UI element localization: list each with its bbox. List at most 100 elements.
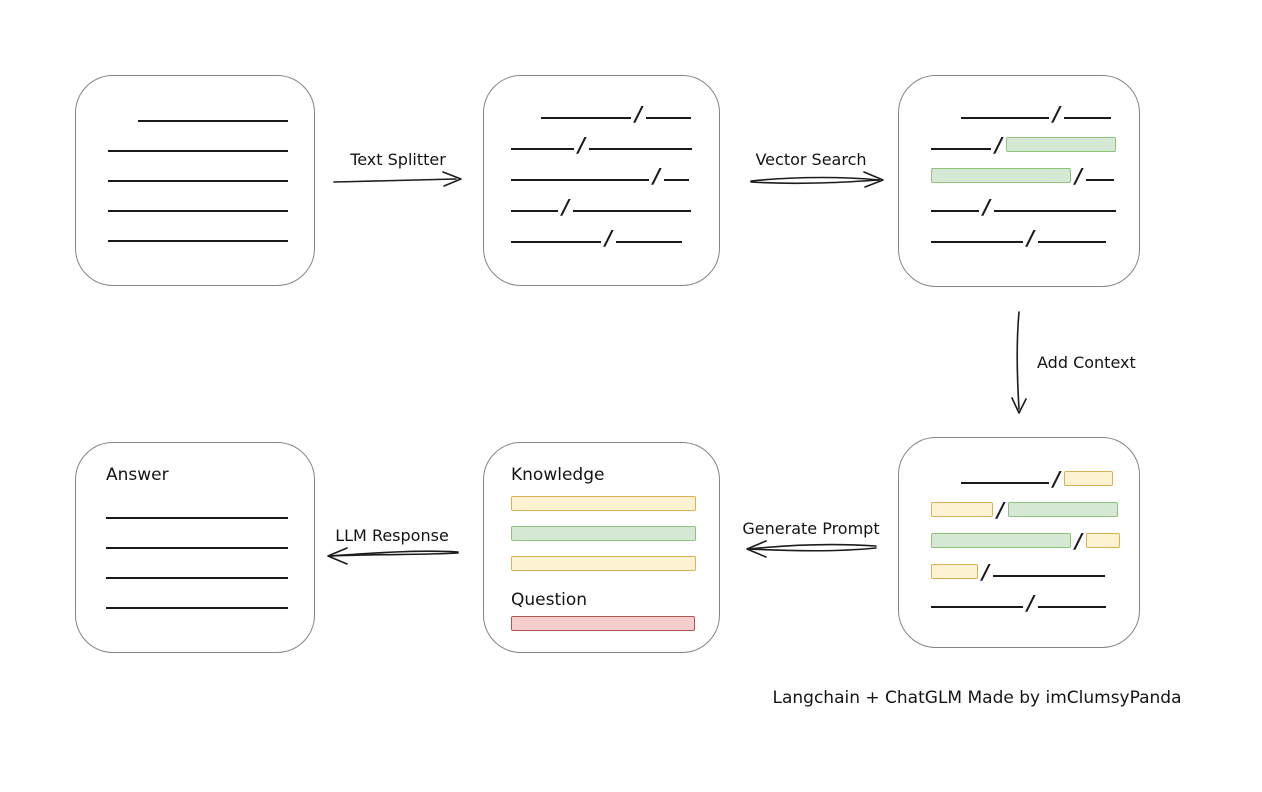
text-line [664, 179, 690, 181]
text-line [1064, 117, 1112, 119]
llm-response-arrow [327, 547, 459, 565]
diagram-row: / [931, 489, 1139, 520]
diagram-row: / [931, 155, 1139, 186]
text-line [961, 482, 1049, 484]
diagram-row [108, 212, 314, 242]
diagram-row: / [511, 93, 719, 124]
text-line [106, 607, 288, 609]
question-label: Question [511, 590, 588, 610]
text-line [994, 210, 1117, 212]
source-document-box [75, 75, 315, 286]
green-highlight [931, 533, 1071, 548]
document-lines [108, 92, 314, 242]
yellow-highlight [1064, 471, 1114, 486]
diagram-row: / [931, 217, 1139, 248]
text-line [108, 240, 288, 242]
diagram-row: / [511, 186, 719, 217]
diagram-row: / [931, 124, 1139, 155]
slash-separator: / [995, 133, 1003, 157]
add-context-arrow [1011, 311, 1027, 414]
indent-spacer [931, 488, 961, 489]
diagram-row [108, 152, 314, 182]
slash-separator: / [1053, 102, 1061, 126]
text-line [931, 606, 1023, 608]
vector-matches-box: ///// [898, 75, 1140, 287]
green-highlight [511, 526, 696, 541]
text-line [931, 210, 979, 212]
diagram-row: / [511, 124, 719, 155]
generate-prompt-arrow [746, 540, 877, 558]
knowledge-label: Knowledge [511, 465, 605, 485]
text-line [108, 180, 288, 182]
text-line [589, 148, 693, 150]
answer-label: Answer [106, 465, 169, 485]
diagram-row: / [931, 93, 1139, 124]
diagram-row [511, 556, 719, 586]
answer-box: Answer [75, 442, 315, 653]
diagram-row: / [931, 458, 1139, 489]
text-splitter-arrow [333, 171, 462, 187]
slash-separator: / [983, 195, 991, 219]
diagram-row [511, 496, 719, 526]
text-line [511, 210, 558, 212]
slash-separator: / [997, 498, 1005, 522]
text-line [573, 210, 692, 212]
indent-spacer [931, 123, 961, 124]
diagram-row [106, 579, 314, 609]
text-line [106, 547, 288, 549]
question-bar [511, 616, 719, 646]
slash-separator: / [1053, 467, 1061, 491]
text-line [646, 117, 692, 119]
text-line [931, 148, 991, 150]
text-splitter-label: Text Splitter [350, 150, 446, 169]
diagram-row [511, 526, 719, 556]
text-chunks-box: ///// [483, 75, 720, 286]
match-lines: ///// [931, 93, 1139, 248]
slash-separator: / [605, 226, 613, 250]
yellow-highlight [931, 502, 993, 517]
text-line [511, 148, 574, 150]
text-line [1086, 179, 1115, 181]
slash-separator: / [982, 560, 990, 584]
context-lines: ///// [931, 458, 1139, 613]
yellow-highlight [511, 556, 696, 571]
chunk-lines: ///// [511, 93, 719, 248]
diagram-row: / [931, 582, 1139, 613]
diagram-row: / [931, 520, 1139, 551]
diagram-row [108, 182, 314, 212]
slash-separator: / [1075, 529, 1083, 553]
vector-search-arrow [750, 171, 884, 188]
indent-spacer [108, 121, 138, 122]
text-line [541, 117, 631, 119]
red-highlight [511, 616, 695, 631]
text-line [961, 117, 1049, 119]
diagram-row [108, 122, 314, 152]
diagram-row [511, 616, 719, 646]
generate-prompt-label: Generate Prompt [742, 519, 880, 538]
prompt-box: Knowledge Question [483, 442, 720, 653]
text-line [511, 179, 649, 181]
text-line [108, 210, 288, 212]
llm-response-label: LLM Response [335, 526, 449, 545]
green-highlight [1006, 137, 1117, 152]
diagram-row [106, 519, 314, 549]
slash-separator: / [562, 195, 570, 219]
indent-spacer [511, 123, 541, 124]
slash-separator: / [653, 164, 661, 188]
diagram-row [106, 549, 314, 579]
diagram-row: / [511, 217, 719, 248]
caption: Langchain + ChatGLM Made by imClumsyPand… [772, 688, 1182, 708]
answer-lines [106, 489, 314, 609]
text-line [1038, 241, 1107, 243]
slash-separator: / [635, 102, 643, 126]
text-line [616, 241, 683, 243]
yellow-highlight [511, 496, 696, 511]
diagram-row: / [931, 551, 1139, 582]
diagram-row: / [931, 186, 1139, 217]
add-context-label: Add Context [1037, 353, 1136, 372]
context-chunks-box: ///// [898, 437, 1140, 648]
diagram-row [106, 489, 314, 519]
text-line [106, 517, 288, 519]
slash-separator: / [1027, 226, 1035, 250]
diagram-row: / [511, 155, 719, 186]
